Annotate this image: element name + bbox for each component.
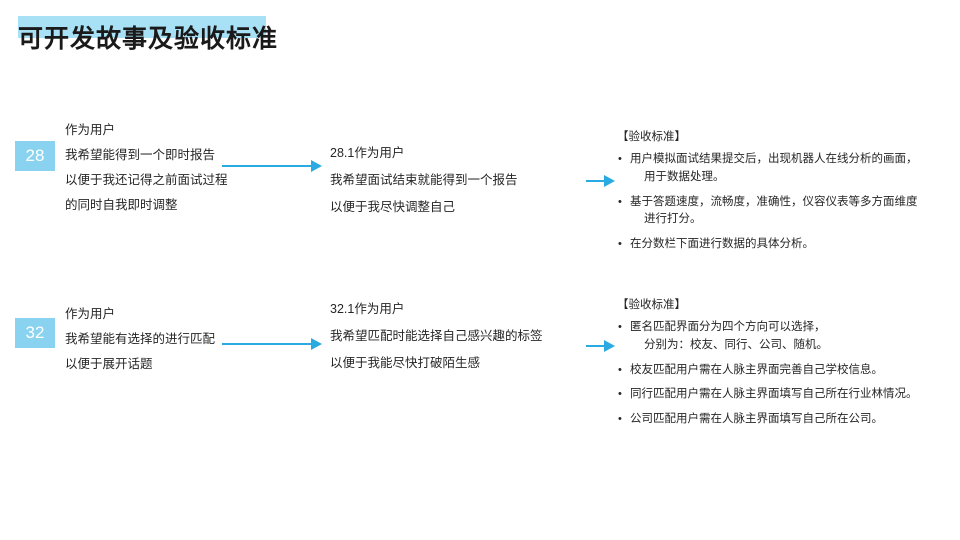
story-refined-column: 28.1作为用户 我希望面试结束就能得到一个报告 以便于我尽快调整自己	[330, 140, 585, 221]
story-original-column: 作为用户 我希望能得到一个即时报告 以便于我还记得之前面试过程 的同时自我即时调…	[65, 118, 295, 218]
story-line: 32.1作为用户	[330, 302, 405, 316]
story-refined-column: 32.1作为用户 我希望匹配时能选择自己感兴趣的标签 以便于我能尽快打破陌生感	[330, 296, 585, 377]
arrow-shaft	[222, 343, 312, 345]
acceptance-subtext: 用于数据处理。	[644, 170, 725, 183]
arrow-head	[604, 175, 615, 187]
story-id-badge: 28	[15, 141, 55, 171]
arrow-shaft	[222, 165, 312, 167]
acceptance-criteria-column: 【验收标准】 用户模拟面试结果提交后，出现机器人在线分析的画面， 用于数据处理。…	[617, 128, 947, 261]
arrow-shaft	[586, 180, 605, 182]
acceptance-text: 同行匹配用户需在人脉主界面填写自己所在行业林情况。	[630, 388, 918, 401]
list-item: 同行匹配用户需在人脉主界面填写自己所在行业林情况。	[617, 386, 947, 404]
flow-arrow-right-icon	[222, 338, 322, 350]
page-title: 可开发故事及验收标准	[18, 25, 279, 53]
acceptance-text: 公司匹配用户需在人脉主界面填写自己所在公司。	[630, 413, 883, 426]
acceptance-text: 用户模拟面试结果提交后，出现机器人在线分析的画面，	[630, 153, 918, 165]
story-line: 28.1作为用户	[330, 146, 405, 160]
story-line: 我希望能有选择的进行匹配	[65, 332, 216, 346]
story-line: 我希望面试结束就能得到一个报告	[330, 172, 518, 187]
list-item: 用户模拟面试结果提交后，出现机器人在线分析的画面， 用于数据处理。	[617, 151, 947, 187]
story-id-badge: 32	[15, 318, 55, 348]
story-line: 我希望能得到一个即时报告	[65, 148, 216, 162]
flow-arrow-right-icon	[586, 340, 615, 352]
acceptance-text: 匿名匹配界面分为四个方向可以选择，	[630, 321, 826, 333]
arrow-head	[311, 338, 322, 350]
acceptance-text: 在分数栏下面进行数据的具体分析。	[630, 238, 814, 251]
list-item: 基于答题速度，流畅度，准确性，仪容仪表等多方面维度 进行打分。	[617, 194, 947, 230]
acceptance-subtext: 进行打分。	[644, 213, 702, 226]
title-highlight-bar	[18, 16, 266, 38]
story-line: 以便于我还记得之前面试过程	[65, 173, 228, 187]
story-line: 我希望匹配时能选择自己感兴趣的标签	[330, 328, 543, 343]
acceptance-text: 校友匹配用户需在人脉主界面完善自己学校信息。	[630, 363, 883, 376]
arrow-shaft	[586, 345, 605, 347]
acceptance-list: 用户模拟面试结果提交后，出现机器人在线分析的画面， 用于数据处理。 基于答题速度…	[617, 151, 947, 254]
arrow-head	[604, 340, 615, 352]
acceptance-subtext: 分别为：校友、同行、公司、随机。	[644, 338, 828, 351]
list-item: 匿名匹配界面分为四个方向可以选择， 分别为：校友、同行、公司、随机。	[617, 319, 947, 355]
story-line: 以便于展开话题	[65, 357, 153, 371]
list-item: 校友匹配用户需在人脉主界面完善自己学校信息。	[617, 362, 947, 380]
story-line: 的同时自我即时调整	[65, 198, 178, 212]
story-line: 作为用户	[65, 307, 116, 321]
acceptance-heading: 【验收标准】	[617, 299, 686, 311]
acceptance-list: 匿名匹配界面分为四个方向可以选择， 分别为：校友、同行、公司、随机。 校友匹配用…	[617, 319, 947, 429]
story-original-column: 作为用户 我希望能有选择的进行匹配 以便于展开话题	[65, 302, 295, 377]
acceptance-text: 基于答题速度，流畅度，准确性，仪容仪表等多方面维度	[630, 195, 918, 208]
story-line: 以便于我尽快调整自己	[330, 199, 456, 214]
flow-arrow-right-icon	[222, 160, 322, 172]
acceptance-criteria-column: 【验收标准】 匿名匹配界面分为四个方向可以选择， 分别为：校友、同行、公司、随机…	[617, 296, 947, 436]
list-item: 在分数栏下面进行数据的具体分析。	[617, 236, 947, 254]
acceptance-heading: 【验收标准】	[617, 131, 686, 143]
story-line: 以便于我能尽快打破陌生感	[330, 355, 481, 370]
arrow-head	[311, 160, 322, 172]
flow-arrow-right-icon	[586, 175, 615, 187]
story-line: 作为用户	[65, 123, 116, 137]
list-item: 公司匹配用户需在人脉主界面填写自己所在公司。	[617, 411, 947, 429]
